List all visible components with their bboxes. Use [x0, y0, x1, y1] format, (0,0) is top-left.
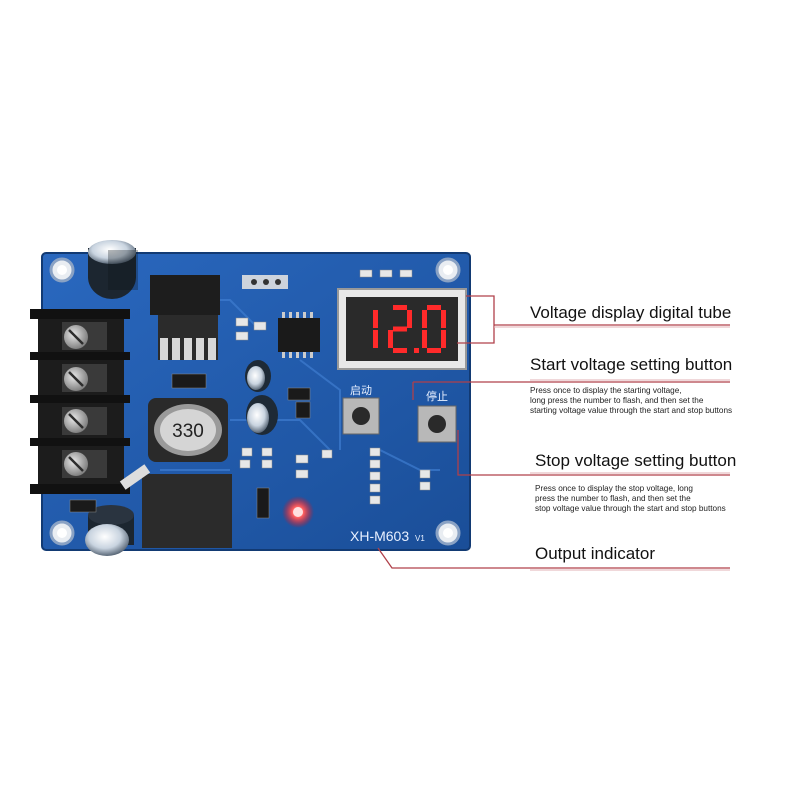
microcontroller-chip [278, 312, 320, 358]
display-segment [393, 348, 407, 353]
voltage-regulator [150, 275, 220, 360]
start-desc-line: starting voltage value through the start… [530, 406, 733, 415]
display-digit [422, 305, 446, 353]
display-segment [422, 330, 427, 348]
display-segment [393, 305, 407, 310]
start-button-label: 启动 [350, 384, 372, 397]
inductor: 330 [148, 398, 228, 462]
display-digit [388, 305, 412, 353]
small-capacitors [245, 360, 278, 435]
display-segment [373, 310, 378, 328]
display-segment [441, 310, 446, 328]
leader-lines-shadow [494, 326, 730, 571]
pin-header [242, 275, 288, 289]
voltage-display [337, 288, 467, 370]
smd-components [69, 269, 431, 519]
start-annotation-title: Start voltage setting button [530, 355, 733, 374]
inductor-code: 330 [172, 421, 204, 442]
board-version: V1 [415, 534, 425, 543]
stop-button[interactable] [417, 405, 457, 443]
board-model: XH-M603 [350, 528, 409, 544]
display-segment [388, 330, 393, 348]
display-segment [422, 310, 427, 328]
stop-desc-line: Press once to display the stop voltage, … [535, 484, 693, 493]
display-annotation-title: Voltage display digital tube [530, 303, 732, 322]
start-desc-line: long press the number to flash, and then… [530, 396, 704, 405]
display-segment [427, 305, 441, 310]
display-segment [407, 310, 412, 328]
output-annotation-title: Output indicator [535, 544, 656, 563]
mounting-holes [49, 257, 461, 546]
display-digits [373, 305, 446, 353]
start-annotation-desc: Press once to display the starting volta… [530, 386, 770, 416]
display-decimal-point [414, 348, 419, 353]
leader-lines [377, 295, 730, 569]
output-led [282, 496, 314, 528]
stop-button-label: 停止 [426, 389, 448, 403]
display-digit [373, 310, 378, 348]
display-segment [393, 326, 407, 332]
stop-desc-line: press the number to flash, and then set … [535, 494, 691, 503]
start-desc-line: Press once to display the starting volta… [530, 386, 682, 395]
electrolytic-capacitor-bottom [85, 505, 134, 556]
stop-annotation-title: Stop voltage setting button [535, 451, 737, 470]
display-segment [427, 348, 441, 353]
start-button[interactable] [342, 397, 380, 435]
schottky-diode [119, 464, 232, 548]
stop-desc-line: stop voltage value through the start and… [535, 504, 726, 513]
electrolytic-capacitor-top [88, 240, 138, 299]
display-segment [373, 330, 378, 348]
display-segment [441, 330, 446, 348]
stop-annotation-desc: Press once to display the stop voltage, … [535, 484, 765, 514]
terminal-block [30, 309, 130, 494]
